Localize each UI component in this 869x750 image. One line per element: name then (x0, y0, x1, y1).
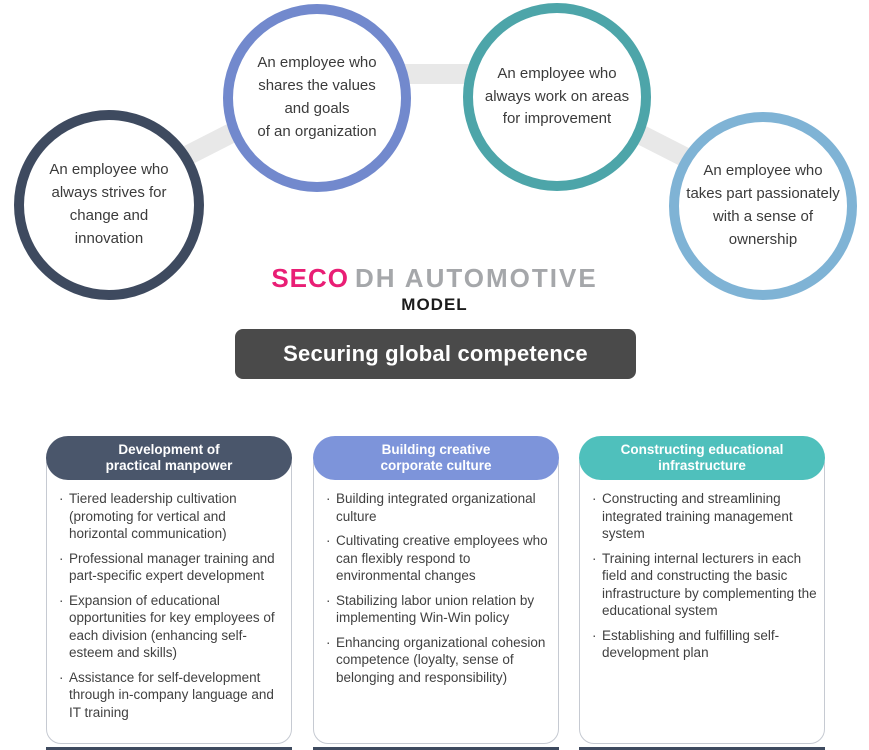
column-underline (313, 747, 559, 750)
circle-label: An employee who takes part passionately … (686, 162, 840, 248)
list-item: Assistance for self-development through … (58, 669, 286, 722)
connector-line (396, 64, 476, 84)
column-body: Tiered leadership cultivation (promoting… (46, 484, 292, 729)
column-underline (46, 747, 292, 750)
model-circle-ownership: An employee who takes part passionately … (669, 112, 857, 300)
list-item: Building integrated organizational cultu… (325, 490, 553, 525)
column-header: Constructing educational infrastructure (579, 436, 825, 480)
column-practical-manpower: Development of practical manpower Tiered… (46, 436, 292, 750)
list-item: Training internal lecturers in each fiel… (591, 550, 819, 620)
bullet-list: Building integrated organizational cultu… (325, 490, 553, 686)
column-corporate-culture: Building creative corporate culture Buil… (313, 436, 559, 750)
logo-suffix-text: DH AUTOMOTIVE (355, 263, 598, 293)
bullet-list: Constructing and streamlining integrated… (591, 490, 819, 662)
column-underline (579, 747, 825, 750)
circle-label: An employee who always strives for chang… (49, 161, 169, 247)
circle-label: An employee who shares the values and go… (257, 54, 377, 140)
list-item: Expansion of educational opportunities f… (58, 592, 286, 662)
circle-label: An employee who always work on areas for… (484, 64, 630, 128)
logo-model-text: MODEL (401, 295, 468, 314)
column-header: Building creative corporate culture (313, 436, 559, 480)
list-item: Professional manager training and part-s… (58, 550, 286, 585)
list-item: Enhancing organizational cohesion compet… (325, 634, 553, 687)
list-item: Establishing and fulfilling self-develop… (591, 627, 819, 662)
model-circle-improvement: An employee who always work on areas for… (463, 3, 651, 191)
column-body: Constructing and streamlining integrated… (579, 484, 825, 669)
list-item: Tiered leadership cultivation (promoting… (58, 490, 286, 543)
bullet-list: Tiered leadership cultivation (promoting… (58, 490, 286, 722)
list-item: Stabilizing labor union relation by impl… (325, 592, 553, 627)
column-body: Building integrated organizational cultu… (313, 484, 559, 693)
list-item: Constructing and streamlining integrated… (591, 490, 819, 543)
banner-securing-global-competence: Securing global competence (235, 329, 636, 379)
model-circle-change-innovation: An employee who always strives for chang… (14, 110, 204, 300)
model-circle-shared-values: An employee who shares the values and go… (223, 4, 411, 192)
logo-brand-text: SECO (271, 263, 349, 293)
banner-label: Securing global competence (283, 341, 588, 366)
column-educational-infrastructure: Constructing educational infrastructure … (579, 436, 825, 750)
column-header: Development of practical manpower (46, 436, 292, 480)
list-item: Cultivating creative employees who can f… (325, 532, 553, 585)
